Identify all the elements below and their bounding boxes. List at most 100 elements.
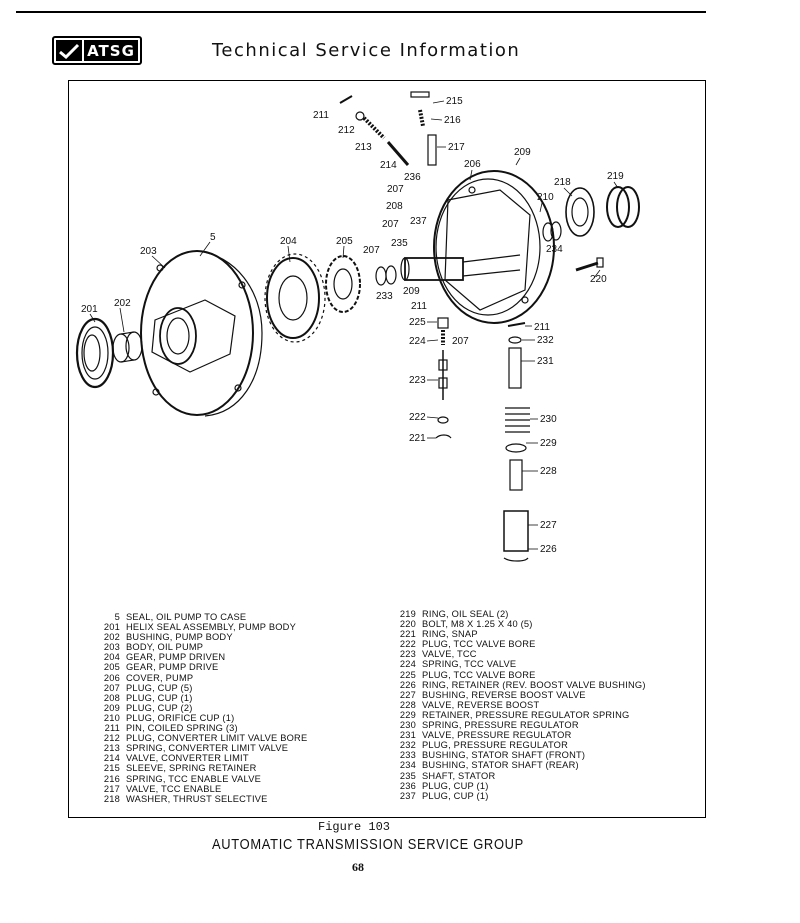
legend-desc: VALVE, CONVERTER LIMIT [126, 753, 249, 764]
legend-desc: BUSHING, PUMP BODY [126, 632, 233, 643]
callout-225: 225 [409, 317, 426, 328]
callout-227: 227 [540, 520, 557, 531]
callout-230: 230 [540, 414, 557, 425]
legend-num: 206 [103, 672, 120, 683]
legend-desc: PLUG, PRESSURE REGULATOR [422, 740, 569, 751]
legend-num: 209 [103, 702, 120, 713]
figure-frame [68, 80, 706, 818]
legend-row: 209 PLUG, CUP (2) [96, 703, 307, 713]
pressure-regulator-stack-parts [503, 322, 530, 562]
callout-237: 237 [410, 216, 427, 227]
callout-212: 212 [338, 125, 355, 136]
callout-229: 229 [540, 438, 557, 449]
callout-205: 205 [336, 236, 353, 247]
legend-row: 211 PIN, COILED SPRING (3) [96, 723, 307, 733]
legend-desc: HELIX SEAL ASSEMBLY, PUMP BODY [126, 622, 296, 633]
legend-desc: PLUG, CUP (1) [422, 790, 489, 801]
legend-row: 220 BOLT, M8 X 1.25 X 40 (5) [392, 619, 646, 629]
legend-num: 5 [114, 612, 120, 622]
callout-231: 231 [537, 356, 554, 367]
legend-num: 220 [399, 619, 416, 630]
legend-row: 223 VALVE, TCC [392, 649, 646, 659]
legend-num: 237 [399, 790, 416, 801]
callout-202: 202 [114, 298, 131, 309]
legend-desc: RING, SNAP [422, 629, 478, 640]
callout-226: 226 [540, 544, 557, 555]
legend-num: 222 [399, 639, 416, 650]
callout-234: 234 [546, 244, 563, 255]
legend-num: 203 [103, 642, 120, 653]
callout-228: 228 [540, 466, 557, 477]
footer-title: AUTOMATIC TRANSMISSION SERVICE GROUP [212, 836, 524, 853]
legend-desc: VALVE, TCC [422, 649, 477, 660]
legend-desc: VALVE, REVERSE BOOST [422, 699, 540, 710]
callout-210: 210 [537, 192, 554, 203]
legend-num: 236 [399, 780, 416, 791]
legend-desc: SPRING, CONVERTER LIMIT VALVE [126, 743, 289, 754]
legend-row: 228 VALVE, REVERSE BOOST [392, 700, 646, 710]
callout-208: 208 [386, 201, 403, 212]
legend-row: 226 RING, RETAINER (REV. BOOST VALVE BUSH… [392, 680, 646, 690]
legend-num: 204 [103, 652, 120, 663]
check-mark-icon [56, 40, 82, 61]
legend-desc: PIN, COILED SPRING (3) [126, 723, 238, 734]
legend-num: 210 [103, 712, 120, 723]
upper-valve-parts [339, 91, 437, 166]
callout-218: 218 [554, 177, 571, 188]
legend-desc: BODY, OIL PUMP [126, 642, 204, 653]
callout-203: 203 [140, 246, 157, 257]
legend-num: 227 [399, 689, 416, 700]
callout-220: 220 [590, 274, 607, 285]
legend-row: 203 BODY, OIL PUMP [96, 642, 307, 652]
legend-num: 201 [103, 622, 120, 633]
legend-num: 226 [399, 679, 416, 690]
legend-desc: PLUG, TCC VALVE BORE [422, 639, 536, 650]
callout-219: 219 [607, 171, 624, 182]
callout-213: 213 [355, 142, 372, 153]
thrust-washer-part [565, 187, 595, 237]
legend-desc: PLUG, CUP (2) [126, 702, 193, 713]
page-number: 68 [352, 860, 364, 874]
legend-desc: PLUG, CUP (5) [126, 682, 193, 693]
callout-206: 206 [464, 159, 481, 170]
legend-num: 223 [399, 649, 416, 660]
legend-desc: RING, OIL SEAL (2) [422, 609, 509, 619]
legend-num: 234 [399, 760, 416, 771]
legend-desc: RING, RETAINER (REV. BOOST VALVE BUSHING… [422, 679, 646, 690]
callout-211: 211 [411, 301, 427, 312]
callout-217: 217 [448, 142, 465, 153]
callout-235: 235 [391, 238, 408, 249]
callout-215: 215 [446, 96, 463, 107]
leader-lines [89, 100, 619, 550]
callout-222: 222 [409, 412, 426, 423]
callout-207: 207 [382, 219, 399, 230]
callout-211: 211 [534, 322, 550, 333]
callout-201: 201 [81, 304, 98, 315]
legend-desc: PLUG, TCC VALVE BORE [422, 669, 536, 680]
oil-seal-rings-part [606, 186, 640, 228]
page-header-title: Technical Service Information [212, 40, 521, 61]
callout-224: 224 [409, 336, 426, 347]
legend-num: 218 [103, 793, 120, 804]
legend-num: 211 [104, 723, 120, 734]
legend-desc: BOLT, M8 X 1.25 X 40 (5) [422, 619, 533, 630]
legend-num: 228 [399, 699, 416, 710]
legend-num: 215 [103, 763, 120, 774]
stator-front-bushing-part [375, 265, 397, 286]
